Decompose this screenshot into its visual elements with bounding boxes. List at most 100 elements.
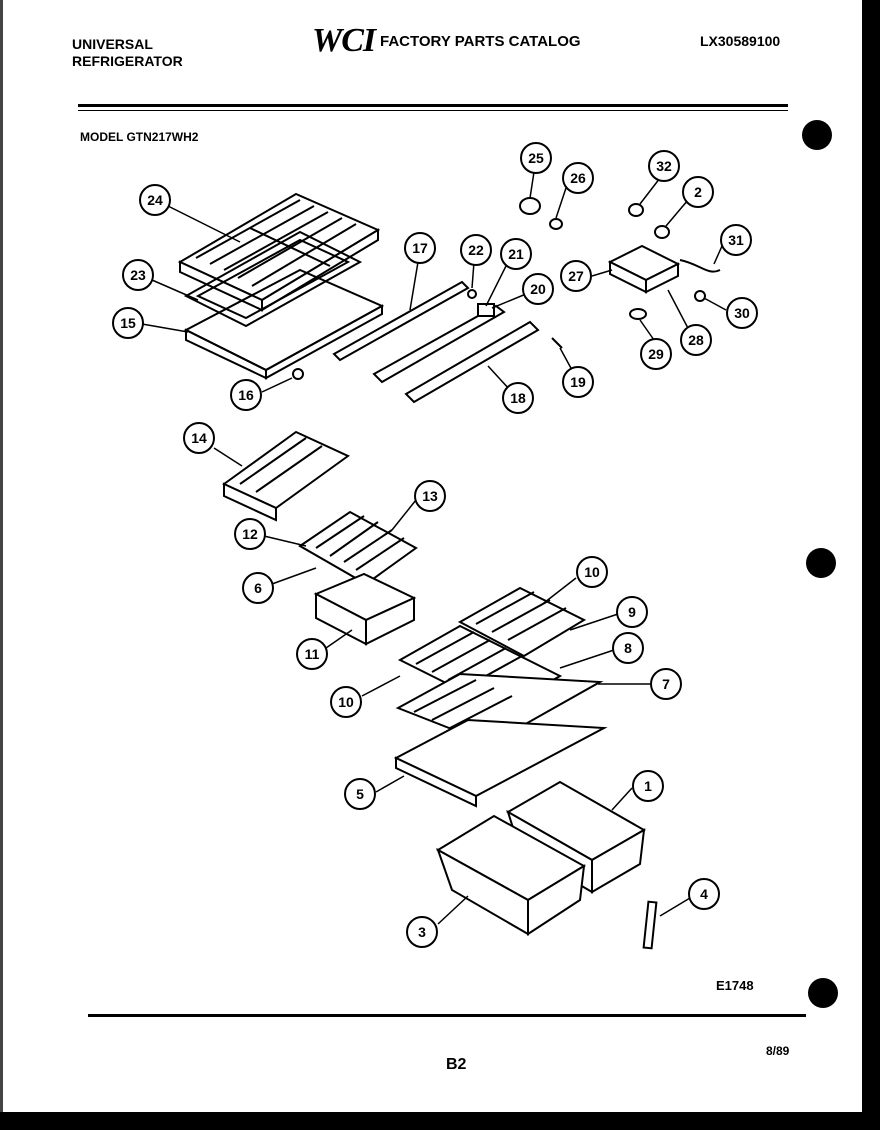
callout-20: 20 xyxy=(522,273,554,305)
svg-text:22: 22 xyxy=(468,242,484,258)
svg-text:15: 15 xyxy=(120,315,136,331)
brand-line-2: REFRIGERATOR xyxy=(72,53,183,69)
svg-text:26: 26 xyxy=(570,170,586,186)
catalog-number: LX30589100 xyxy=(700,33,781,49)
svg-text:9: 9 xyxy=(628,604,636,620)
footer-rule xyxy=(88,1014,806,1017)
part-18-rail xyxy=(404,320,540,404)
callout-11: 11 xyxy=(296,638,328,670)
binder-hole-middle xyxy=(806,548,836,578)
callout-5: 5 xyxy=(344,778,376,810)
brand-line-1: UNIVERSAL xyxy=(72,36,153,52)
svg-text:20: 20 xyxy=(530,281,546,297)
svg-text:8: 8 xyxy=(624,640,632,656)
date-code: 8/89 xyxy=(766,1044,790,1058)
svg-text:23: 23 xyxy=(130,267,146,283)
svg-text:1: 1 xyxy=(644,778,652,794)
callout-7: 7 xyxy=(650,668,682,700)
callout-10-upper: 10 xyxy=(576,556,608,588)
part-21-bracket xyxy=(372,289,506,384)
svg-text:28: 28 xyxy=(688,332,704,348)
svg-text:31: 31 xyxy=(728,232,744,248)
callout-4: 4 xyxy=(688,878,720,910)
part-23-shelf-frame xyxy=(183,230,363,328)
callout-10-lower: 10 xyxy=(330,686,362,718)
page-number: B2 xyxy=(446,1056,467,1073)
page-edge-right xyxy=(862,0,880,1130)
callout-18: 18 xyxy=(502,382,534,414)
svg-text:19: 19 xyxy=(570,374,586,390)
header-rule xyxy=(78,104,788,107)
svg-text:10: 10 xyxy=(584,564,600,580)
callout-26: 26 xyxy=(562,162,594,194)
part-24-shelf-cover xyxy=(177,192,381,312)
callout-27: 27 xyxy=(560,260,592,292)
part-15-shelf-frame xyxy=(183,268,385,380)
svg-text:29: 29 xyxy=(648,346,664,362)
callout-22: 22 xyxy=(460,234,492,266)
callout-6: 6 xyxy=(242,572,274,604)
page-edge-bottom xyxy=(0,1112,880,1130)
callout-28: 28 xyxy=(680,324,712,356)
callout-16: 16 xyxy=(230,379,262,411)
callout-17: 17 xyxy=(404,232,436,264)
callout-1: 1 xyxy=(632,770,664,802)
header-rule-thin xyxy=(78,110,788,111)
part-9-glass-shelf xyxy=(457,586,587,658)
svg-text:27: 27 xyxy=(568,268,584,284)
svg-text:25: 25 xyxy=(528,150,544,166)
svg-text:17: 17 xyxy=(412,240,428,256)
callout-21: 21 xyxy=(500,238,532,270)
page-edge-left xyxy=(0,0,3,1130)
svg-text:2: 2 xyxy=(694,184,702,200)
svg-text:32: 32 xyxy=(656,158,672,174)
part-13-grid-shelf xyxy=(298,510,418,586)
svg-text:30: 30 xyxy=(734,305,750,321)
part-19-screw xyxy=(551,337,563,349)
callout-9: 9 xyxy=(616,596,648,628)
part-3-crisper-drawer xyxy=(436,814,586,936)
svg-text:12: 12 xyxy=(242,526,258,542)
callout-30: 30 xyxy=(726,297,758,329)
callout-12: 12 xyxy=(234,518,266,550)
part-22-screw xyxy=(467,289,477,299)
svg-text:4: 4 xyxy=(700,886,708,902)
part-7-glass-shelf xyxy=(395,672,604,746)
wci-logo: WCI xyxy=(312,22,376,59)
model-label: MODEL GTN217WH2 xyxy=(80,130,199,144)
part-2-sensor xyxy=(654,225,670,239)
svg-text:16: 16 xyxy=(238,387,254,403)
part-5-crisper-cover xyxy=(393,718,608,808)
callout-8: 8 xyxy=(612,632,644,664)
catalog-title: FACTORY PARTS CATALOG xyxy=(380,33,581,50)
part-32-knob xyxy=(628,203,644,217)
diagram-code: E1748 xyxy=(716,978,754,993)
part-29-washer xyxy=(629,308,647,320)
part-25-knob xyxy=(519,197,541,215)
callout-25: 25 xyxy=(520,142,552,174)
binder-hole-top xyxy=(802,120,832,150)
callout-19: 19 xyxy=(562,366,594,398)
part-30-nut xyxy=(694,290,706,302)
callout-15: 15 xyxy=(112,307,144,339)
part-17-rail xyxy=(332,280,470,362)
svg-text:5: 5 xyxy=(356,786,364,802)
brand-block: UNIVERSAL REFRIGERATOR xyxy=(72,36,183,70)
callout-23: 23 xyxy=(122,259,154,291)
callout-31: 31 xyxy=(720,224,752,256)
part-11-drawer xyxy=(313,572,417,646)
part-4-divider xyxy=(642,900,658,950)
svg-text:24: 24 xyxy=(147,192,163,208)
svg-text:3: 3 xyxy=(418,924,426,940)
callout-3: 3 xyxy=(406,916,438,948)
svg-text:14: 14 xyxy=(191,430,207,446)
part-16-clip xyxy=(292,368,304,380)
part-31-wire xyxy=(679,259,721,273)
svg-text:7: 7 xyxy=(662,676,670,692)
part-26-cap xyxy=(549,218,563,230)
part-27-control-housing xyxy=(607,244,681,294)
svg-text:11: 11 xyxy=(305,646,320,662)
callout-14: 14 xyxy=(183,422,215,454)
